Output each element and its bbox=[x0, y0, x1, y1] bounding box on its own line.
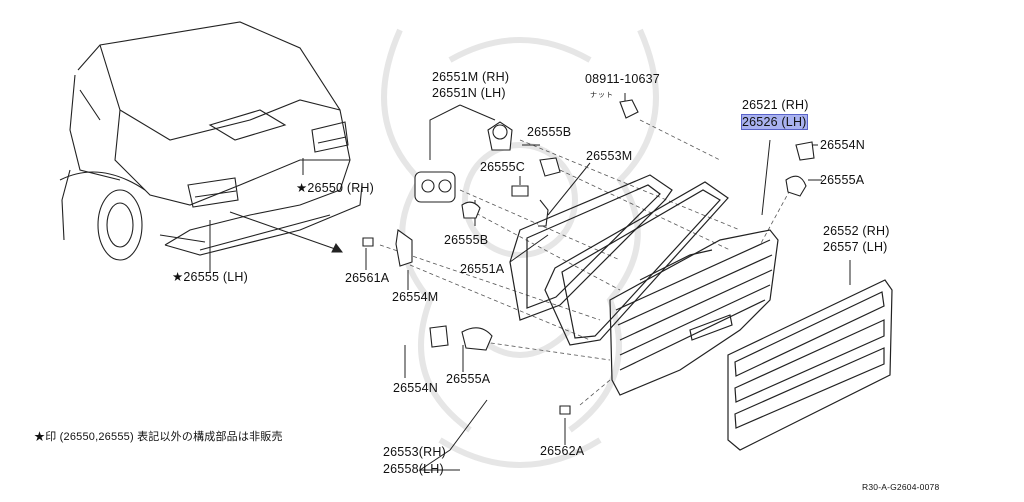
label-26555C: 26555C bbox=[480, 160, 525, 174]
label-26562A: 26562A bbox=[540, 444, 585, 458]
watermark-emblem bbox=[381, 28, 659, 468]
label-26561A: 26561A bbox=[345, 271, 390, 285]
label-26558-lh: 26558(LH) bbox=[383, 462, 444, 476]
label-26550: ★26550 (RH) bbox=[296, 181, 375, 195]
label-26553M: 26553M bbox=[586, 149, 633, 163]
label-26554M: 26554M bbox=[392, 290, 439, 304]
label-26551M: 26551M (RH) bbox=[432, 70, 510, 84]
label-nut: ナット bbox=[590, 92, 614, 99]
bulb-socket-assembly bbox=[362, 99, 815, 415]
highlight-26526[interactable]: 26526 (LH) bbox=[741, 114, 808, 130]
label-26554N-bottom: 26554N bbox=[393, 381, 438, 395]
tail-lamp-housing bbox=[509, 174, 779, 396]
label-26552: 26552 (RH) bbox=[823, 224, 890, 238]
footnote: ★印 (26550,26555) 表記以外の構成部品は非販売 bbox=[34, 431, 283, 443]
label-26554N-right: 26554N bbox=[820, 138, 865, 152]
label-26526: 26526 (LH) bbox=[741, 114, 808, 130]
label-26555A-right: 26555A bbox=[820, 173, 865, 187]
label-26555B-top: 26555B bbox=[527, 125, 572, 139]
assembly-dash-lines bbox=[379, 119, 791, 406]
leader-lines bbox=[209, 93, 851, 471]
label-26553-rh: 26553(RH) bbox=[383, 445, 446, 459]
label-26555B-mid: 26555B bbox=[444, 233, 489, 247]
label-26551N: 26551N (LH) bbox=[432, 86, 506, 100]
label-26555-lh: ★26555 (LH) bbox=[172, 270, 248, 284]
label-26557: 26557 (LH) bbox=[823, 240, 888, 254]
tail-lamp-lens bbox=[727, 279, 893, 451]
label-26555A-bottom: 26555A bbox=[446, 372, 491, 386]
diagram-code: R30-A-G2604-0078 bbox=[862, 482, 940, 492]
label-08911-10637: 08911-10637 bbox=[585, 72, 660, 86]
label-26551A: 26551A bbox=[460, 262, 505, 276]
label-26521: 26521 (RH) bbox=[742, 98, 809, 112]
car-rear-illustration bbox=[59, 21, 363, 261]
